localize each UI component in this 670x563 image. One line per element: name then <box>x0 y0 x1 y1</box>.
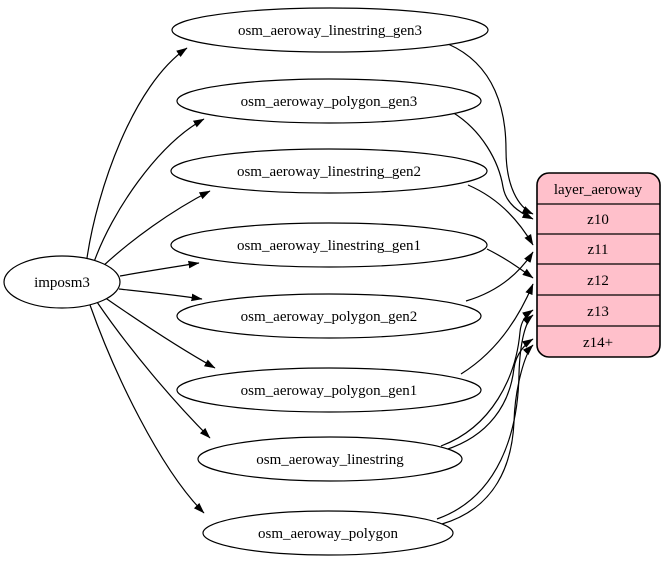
layer_aeroway-box <box>536 172 661 358</box>
osm_aeroway_linestring_gen1-label: osm_aeroway_linestring_gen1 <box>237 238 421 254</box>
osm_aeroway_linestring_gen3-label: osm_aeroway_linestring_gen3 <box>238 23 422 39</box>
osm_aeroway_polygon_gen2-label: osm_aeroway_polygon_gen2 <box>241 309 418 325</box>
edge-osm_aeroway_polygon-z14 <box>441 344 534 525</box>
node-imposm3: imposm3 <box>3 255 121 309</box>
edge-osm_aeroway_linestring_gen1-z12 <box>486 248 534 279</box>
node-osm_aeroway_polygon_gen2: osm_aeroway_polygon_gen2 <box>176 293 482 339</box>
node-osm_aeroway_linestring_gen2: osm_aeroway_linestring_gen2 <box>170 148 488 194</box>
node-osm_aeroway_polygon: osm_aeroway_polygon <box>202 510 454 556</box>
osm_aeroway_polygon-ellipse <box>202 510 454 556</box>
edge-imposm3-osm_aeroway_polygon_gen2 <box>118 288 203 302</box>
osm_aeroway_polygon-label: osm_aeroway_polygon <box>258 526 398 542</box>
node-osm_aeroway_linestring_gen1: osm_aeroway_linestring_gen1 <box>170 222 488 268</box>
osm_aeroway_linestring_gen2-ellipse <box>170 148 488 194</box>
imposm3-ellipse <box>3 255 121 309</box>
node-osm_aeroway_linestring_gen3: osm_aeroway_linestring_gen3 <box>171 7 489 53</box>
osm_aeroway_linestring-label: osm_aeroway_linestring <box>256 452 404 468</box>
osm_aeroway_linestring_gen1-ellipse <box>170 222 488 268</box>
node-osm_aeroway_polygon_gen3: osm_aeroway_polygon_gen3 <box>176 78 482 124</box>
edges-to-layer <box>436 43 534 525</box>
edge-imposm3-osm_aeroway_linestring_gen1 <box>119 260 200 277</box>
edge-osm_aeroway_linestring_gen2-z11 <box>467 184 534 246</box>
osm_aeroway_linestring_gen2-label: osm_aeroway_linestring_gen2 <box>237 164 421 180</box>
edge-imposm3-osm_aeroway_linestring <box>96 301 211 439</box>
osm_aeroway_polygon_gen1-ellipse <box>176 367 482 413</box>
osm_aeroway_linestring-ellipse <box>197 436 463 482</box>
layer_aeroway-row-z12: z12 <box>587 273 609 289</box>
edge-imposm3-osm_aeroway_linestring_gen3 <box>86 47 188 259</box>
osm_aeroway_polygon_gen3-label: osm_aeroway_polygon_gen3 <box>241 94 418 110</box>
edge-osm_aeroway_polygon_gen1-z12 <box>460 283 534 375</box>
osm_aeroway_linestring_gen3-ellipse <box>171 7 489 53</box>
osm_aeroway_polygon_gen1-label: osm_aeroway_polygon_gen1 <box>241 383 418 399</box>
node-layer_aeroway: layer_aeroway z10 z11 z12 z13 z14+ <box>536 172 661 358</box>
edges-from-imposm3 <box>86 47 216 514</box>
layer_aeroway-header: layer_aeroway <box>554 182 643 198</box>
edge-imposm3-osm_aeroway_linestring_gen2 <box>101 190 211 268</box>
osm_aeroway_polygon_gen3-ellipse <box>176 78 482 124</box>
edge-osm_aeroway_polygon_gen2-z11 <box>465 251 534 302</box>
node-osm_aeroway_polygon_gen1: osm_aeroway_polygon_gen1 <box>176 367 482 413</box>
layer_aeroway-row-z14: z14+ <box>583 335 613 351</box>
layer_aeroway-row-z13: z13 <box>587 304 609 320</box>
edge-osm_aeroway_polygon_gen3-z10 <box>451 111 534 220</box>
edge-osm_aeroway_linestring_gen3-z10 <box>447 43 534 215</box>
imposm3-label: imposm3 <box>34 275 90 291</box>
edge-osm_aeroway_polygon-z13 <box>436 314 534 520</box>
edge-imposm3-osm_aeroway_polygon_gen1 <box>103 296 216 369</box>
layer_aeroway-row-z11: z11 <box>587 242 608 258</box>
osm_aeroway_polygon_gen2-ellipse <box>176 293 482 339</box>
edge-imposm3-osm_aeroway_polygon <box>89 304 205 514</box>
node-osm_aeroway_linestring: osm_aeroway_linestring <box>197 436 463 482</box>
layer_aeroway-row-z10: z10 <box>587 212 609 228</box>
edge-imposm3-osm_aeroway_polygon_gen3 <box>93 118 205 263</box>
